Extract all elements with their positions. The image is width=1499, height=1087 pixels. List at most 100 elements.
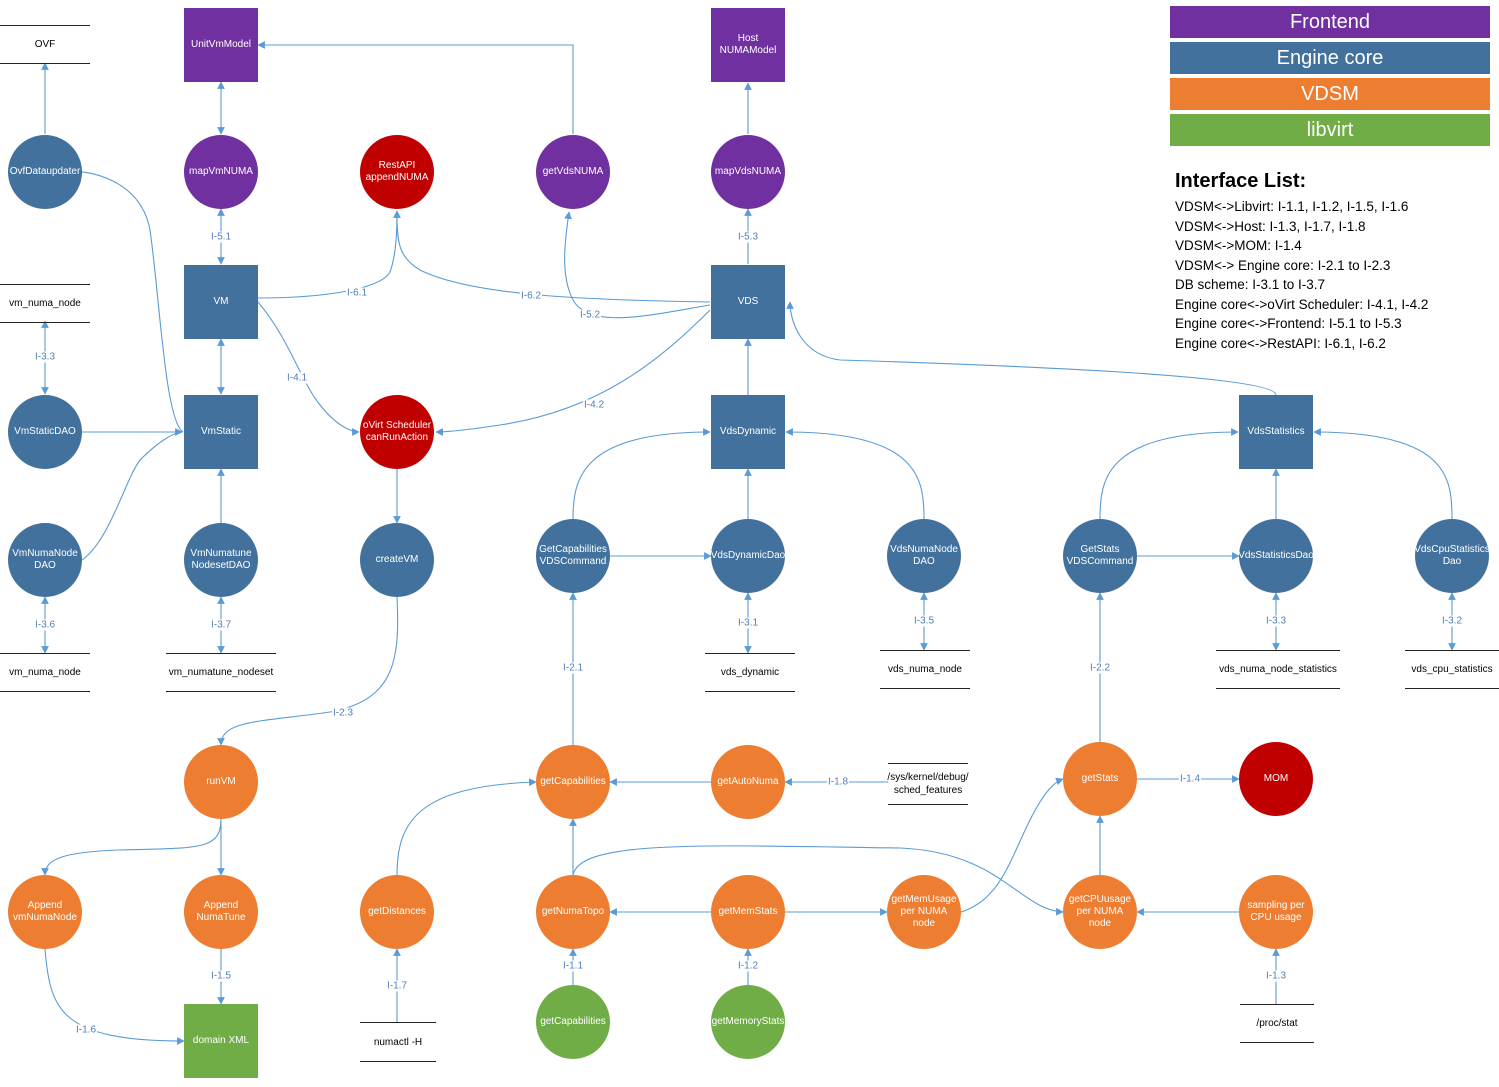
store-ovf: OVF: [0, 25, 90, 64]
node-getdistances: getDistances: [360, 875, 434, 949]
node-restapi: RestAPI appendNUMA: [360, 135, 434, 209]
node-getnumatopo: getNumaTopo: [536, 875, 610, 949]
node-getmemstats: getMemStats: [711, 875, 785, 949]
edge-label-i62: I-6.2: [519, 290, 543, 302]
node-sched: oVirt Scheduler canRunAction: [360, 395, 434, 469]
interface-list-item: Engine core<->Frontend: I-5.1 to I-5.3: [1175, 316, 1402, 331]
edge-label-i53: I-5.3: [736, 231, 760, 243]
node-mapvdsnuma: mapVdsNUMA: [711, 135, 785, 209]
store-vdscpustat_tbl: vds_cpu_statistics: [1405, 650, 1499, 689]
interface-list-item: Engine core<->RestAPI: I-6.1, I-6.2: [1175, 335, 1386, 351]
edge-label-i18: I-1.8: [826, 776, 850, 788]
edge-42: [44, 948, 185, 1045]
node-vdsdynamic: VdsDynamic: [711, 395, 785, 469]
legend-item: Frontend: [1170, 6, 1490, 38]
edge-1: [257, 41, 574, 134]
edge-label-i13: I-1.3: [1264, 970, 1288, 982]
node-runvm: runVM: [184, 745, 258, 819]
node-vdsstatistics: VdsStatistics: [1239, 395, 1313, 469]
node-label: VdsNumaNode DAO: [890, 544, 958, 567]
interface-list: VDSM<->Libvirt: I-1.1, I-1.2, I-1.5, I-1…: [1175, 197, 1428, 353]
node-label: domain XML: [192, 1035, 250, 1046]
interface-list-title: Interface List:: [1175, 170, 1307, 192]
edge-10: [435, 309, 711, 436]
node-vmstatic: VmStatic: [184, 395, 258, 469]
node-label: getMemStats: [718, 906, 778, 917]
node-label: mapVdsNUMA: [714, 166, 782, 177]
edge-label-i32: I-3.2: [1440, 615, 1464, 627]
store-vmnumanode_bot: vm_numa_node: [0, 653, 90, 692]
node-label: VdsStatistics: [1247, 426, 1305, 437]
node-label: mapVmNUMA: [189, 166, 253, 177]
node-vmnumanodedao: VmNumaNode DAO: [8, 523, 82, 597]
node-mapvmnuma: mapVmNUMA: [184, 135, 258, 209]
node-vmnumatunedao: VmNumatune NodesetDAO: [184, 523, 258, 597]
store-vmnumatune: vm_numatune_nodeset: [166, 653, 276, 692]
edge-28: [1099, 428, 1239, 520]
edge-label-i17: I-1.7: [385, 980, 409, 992]
node-label: OvfDataupdater: [9, 166, 81, 177]
edge-label-i51: I-5.1: [209, 231, 233, 243]
store-numactl: numactl -H: [360, 1022, 436, 1062]
edge-44: [396, 778, 537, 876]
node-label: getCPUusage per NUMA node: [1068, 894, 1132, 929]
node-label: Append vmNumaNode: [13, 900, 77, 923]
node-appendnumatune: Append NumaTune: [184, 875, 258, 949]
node-label: Host NUMAModel: [719, 33, 777, 56]
node-vdsnumanodedao: VdsNumaNode DAO: [887, 519, 961, 593]
store-vdsnuma_tbl: vds_numa_node: [880, 650, 970, 689]
node-ovfupd: OvfDataupdater: [8, 135, 82, 209]
edge-22: [572, 428, 711, 520]
edge-9: [257, 301, 360, 436]
node-label: Append NumaTune: [196, 900, 246, 923]
edge-49: [572, 845, 1064, 916]
node-label: VDS: [737, 296, 759, 307]
edge-label-i31: I-3.1: [736, 617, 760, 629]
node-createvm: createVM: [360, 523, 434, 597]
node-getvdsnuma: getVdsNUMA: [536, 135, 610, 209]
node-label: getNumaTopo: [541, 906, 605, 917]
node-vmstaticdao: VmStaticDAO: [8, 395, 82, 469]
node-label: getAutoNuma: [717, 776, 779, 787]
store-vdsnumastat_tbl: vds_numa_node_statistics: [1216, 650, 1340, 689]
node-label: getMemoryStats: [711, 1016, 785, 1027]
node-label: getDistances: [368, 906, 426, 917]
edge-label-i15: I-1.5: [209, 970, 233, 982]
edge-6: [257, 210, 401, 299]
edge-label-i37: I-3.7: [209, 619, 233, 631]
node-label: VdsDynamicDao: [710, 550, 786, 561]
node-vdsstatdao: VdsStatisticsDao: [1238, 519, 1314, 593]
legend-item: libvirt: [1170, 114, 1490, 146]
node-getmemusage: getMemUsage per NUMA node: [887, 875, 961, 949]
edge-36: [217, 596, 399, 746]
node-label: getVdsNUMA: [542, 166, 604, 177]
node-sampling: sampling per CPU usage: [1239, 875, 1313, 949]
edge-label-i33: I-3.3: [33, 351, 57, 363]
interface-list-item: DB scheme: I-3.1 to I-3.7: [1175, 277, 1326, 292]
edge-label-i16: I-1.6: [74, 1024, 98, 1036]
legend-item: VDSM: [1170, 78, 1490, 110]
node-domainxml: domain XML: [184, 1004, 258, 1078]
node-getcpuusage: getCPUusage per NUMA node: [1063, 875, 1137, 949]
interface-list-item: VDSM<-> Engine core: I-2.1 to I-2.3: [1175, 257, 1391, 273]
node-label: getMemUsage per NUMA node: [891, 894, 957, 929]
node-label: VmNumatune NodesetDAO: [190, 548, 252, 571]
edge-label-i41: I-4.1: [285, 372, 309, 384]
node-label: RestAPI appendNUMA: [365, 160, 429, 183]
node-getcap: getCapabilities: [536, 745, 610, 819]
node-label: MOM: [1263, 773, 1289, 784]
node-label: VdsDynamic: [719, 426, 777, 437]
edge-label-i23: I-2.3: [331, 707, 355, 719]
interface-list-item: VDSM<->Libvirt: I-1.1, I-1.2, I-1.5, I-1…: [1175, 199, 1409, 214]
store-schedfeat: /sys/kernel/debug/ sched_features: [887, 763, 969, 805]
node-label: VdsStatisticsDao: [1238, 550, 1314, 561]
node-label: UnitVmModel: [190, 39, 252, 50]
edge-29: [1313, 428, 1453, 520]
store-vmnumanode_top: vm_numa_node: [0, 284, 90, 323]
node-label: GetCapabilities VDSCommand: [539, 544, 607, 567]
edge-label-i52: I-5.2: [578, 309, 602, 321]
node-getcapcmd: GetCapabilities VDSCommand: [536, 519, 610, 593]
edge-label-i35: I-3.5: [912, 615, 936, 627]
edge-14: [76, 168, 184, 433]
